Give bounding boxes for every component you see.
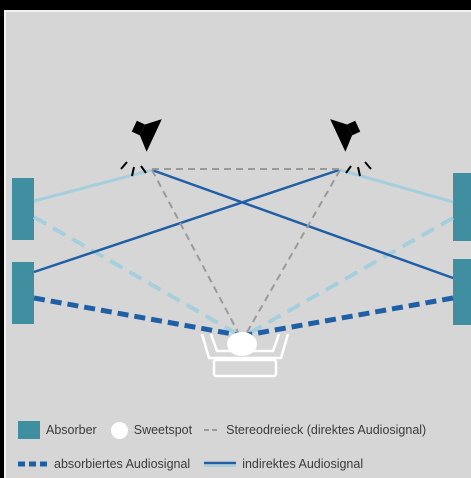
legend-absorbed-signal-label: absorbiertes Audiosignal — [54, 457, 191, 471]
legend-sweetspot-label: Sweetspot — [133, 423, 193, 437]
legend-indirect-signal-label: indirektes Audiosignal — [242, 457, 364, 471]
indirect-signal-swatch — [204, 461, 237, 467]
legend-stereo-triangle-label: Stereodreieck (direktes Audiosignal) — [226, 423, 427, 437]
indirect-signal-dark-1 — [151, 168, 454, 280]
room-diagram — [12, 119, 471, 378]
absorbed-signal-dark-left — [33, 295, 239, 338]
speaker-lines-left — [120, 161, 147, 177]
diagram-panel: Absorber Sweetspot Stereodreieck (direkt… — [4, 10, 471, 478]
legend-stereo-triangle: Stereodreieck (direktes Audiosignal) — [204, 423, 426, 437]
indirect-signal-light-right — [339, 168, 454, 204]
stereo-triangle-swatch — [204, 429, 221, 431]
speaker-icon — [330, 119, 361, 152]
legend-indirect-signal: indirektes Audiosignal — [204, 457, 363, 471]
absorbed-signal-light-right — [245, 216, 454, 337]
absorber-right-top — [453, 173, 471, 241]
absorber-left-bottom — [12, 262, 34, 324]
absorber-left-top — [12, 178, 34, 240]
legend-row-1: Absorber Sweetspot Stereodreieck (direkt… — [18, 420, 426, 440]
legend-absorber-label: Absorber — [46, 423, 97, 437]
speaker-lines-right — [345, 161, 372, 177]
legend-sweetspot: Sweetspot — [110, 421, 193, 439]
legend-absorbed-signal: absorbiertes Audiosignal — [18, 457, 190, 471]
legend-absorber: Absorber — [18, 421, 97, 439]
indirect-signal-light-left — [33, 168, 153, 203]
speaker-icon — [131, 119, 162, 152]
stereo-triangle-left — [151, 169, 240, 335]
absorbed-signal-dark-right — [246, 295, 454, 338]
indirect-signal-dark-2 — [33, 168, 340, 274]
absorbed-signal-light-left — [33, 215, 240, 337]
absorber-swatch — [18, 421, 40, 439]
absorber-right-bottom — [453, 259, 471, 325]
stereo-triangle-right — [245, 169, 341, 335]
absorbed-signal-swatch — [18, 461, 48, 467]
sweetspot — [227, 332, 257, 356]
sweetspot-swatch — [110, 421, 128, 439]
legend-row-2: absorbiertes Audiosignal indirektes Audi… — [18, 454, 363, 474]
